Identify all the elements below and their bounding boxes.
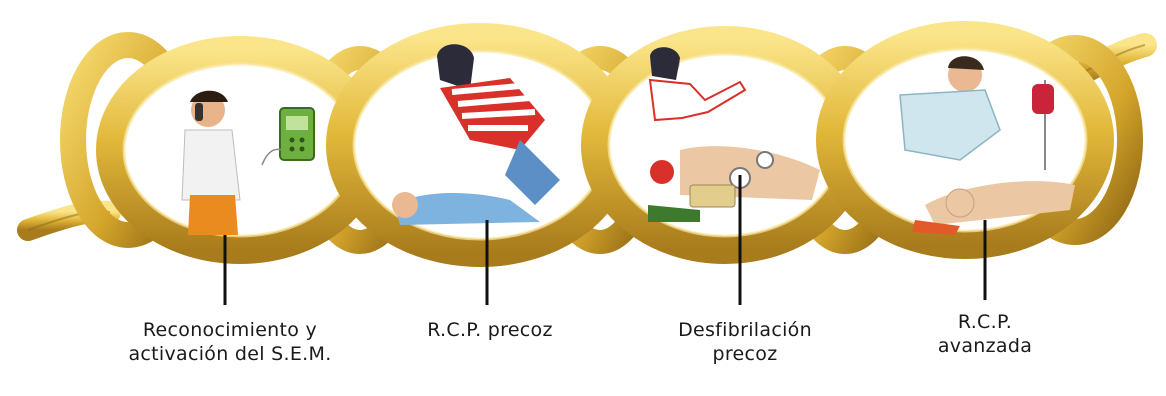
step-label-recognition: Reconocimiento y activación del S.E.M. <box>95 318 365 366</box>
step-label-early-defibrillation: Desfibrilación precoz <box>645 318 845 366</box>
chain-link-3 <box>595 40 855 250</box>
step-label-advanced-cpr: R.C.P. avanzada <box>900 310 1070 358</box>
step-label-early-cpr: R.C.P. precoz <box>400 318 580 342</box>
chain-link-4 <box>830 35 1100 245</box>
chain-link-2 <box>340 37 620 253</box>
